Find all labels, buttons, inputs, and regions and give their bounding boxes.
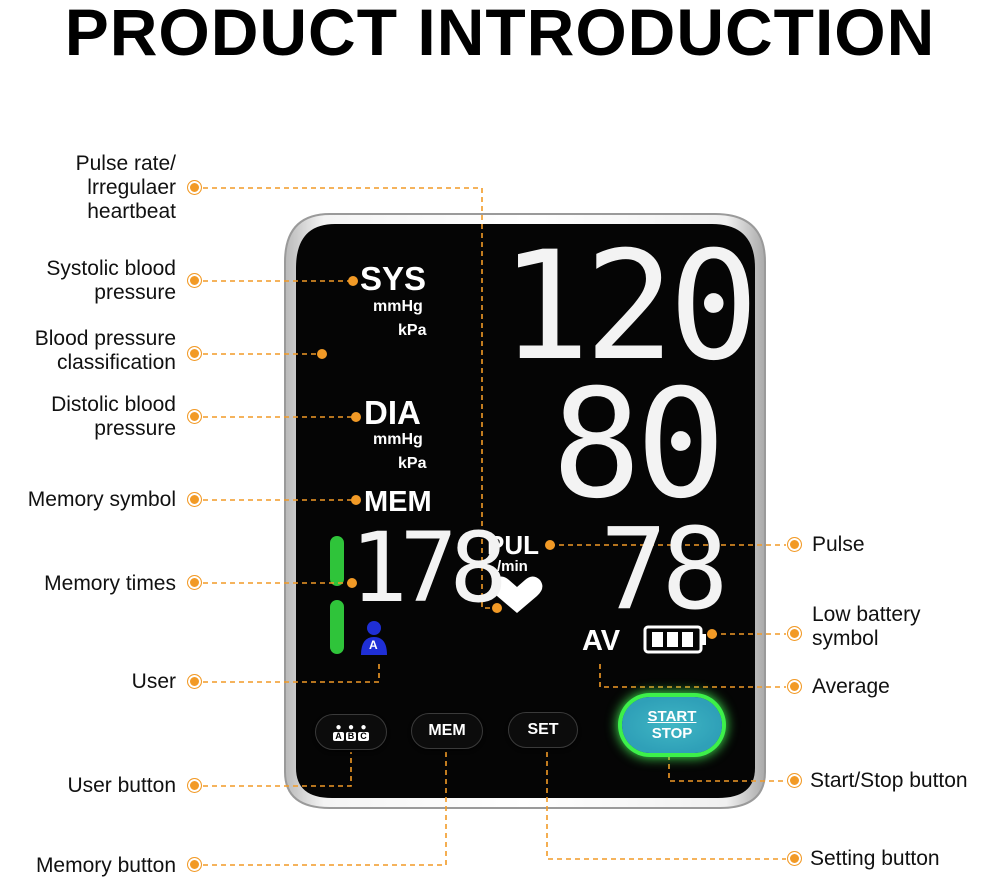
sys-unit-mmhg: mmHg [373, 298, 423, 315]
user-a-icon: ● A [333, 722, 344, 741]
callout-dot-pulse-irregular [187, 180, 202, 195]
label-user: User [131, 670, 176, 693]
target-dot-pulse [545, 540, 555, 550]
callout-dot-systolic [187, 273, 202, 288]
pulse-readout: 78 [600, 505, 729, 635]
heart-icon [491, 576, 543, 613]
target-dot-memory-times [347, 578, 357, 588]
callout-dot-classification [187, 346, 202, 361]
sys-unit-kpa: kPa [398, 322, 427, 339]
leader-start-stop [668, 755, 786, 782]
classification-bar-upper [330, 536, 344, 586]
set-button[interactable]: SET [508, 712, 578, 748]
pul-label: PUL [487, 530, 539, 560]
callout-dot-diastolic [187, 409, 202, 424]
label-memory-times: Memory times [44, 572, 176, 595]
label-pulse-irregular: Pulse rate/ lrregulaer heartbeat [75, 152, 176, 223]
callout-dot-user [187, 674, 202, 689]
leader-average [599, 664, 786, 688]
start-stop-button[interactable]: START STOP [622, 697, 722, 753]
user-letter: A [369, 638, 378, 652]
target-dot-battery [707, 629, 717, 639]
label-setting-button: Setting button [810, 847, 940, 870]
label-memory-symbol: Memory symbol [27, 488, 176, 511]
user-b-icon: ● B [345, 722, 357, 741]
target-dot-classification [317, 349, 327, 359]
callout-dot-battery [787, 626, 802, 641]
leader-user [203, 663, 380, 683]
label-start-stop-button: Start/Stop button [810, 769, 968, 792]
stop-label: STOP [651, 725, 693, 742]
page-title: PRODUCT INTRODUCTION [64, 0, 936, 69]
user-icon [361, 621, 387, 655]
label-diastolic: Distolic blood pressure [51, 393, 176, 440]
leader-user-button [203, 752, 352, 787]
dia-unit-mmhg: mmHg [373, 431, 423, 448]
callout-dot-setting [787, 851, 802, 866]
battery-icon [643, 625, 706, 654]
diastolic-readout: 80 [551, 358, 726, 532]
user-c-icon: ● C [358, 722, 369, 741]
label-average: Average [812, 675, 890, 698]
target-dot-memory-symbol [351, 495, 361, 505]
callout-dot-memory-button [187, 857, 202, 872]
device-screen [296, 224, 755, 798]
leader-memory-button [203, 752, 447, 866]
per-min-label: /min [497, 558, 528, 575]
user-button[interactable]: ● A ● B ● C [315, 714, 387, 750]
callout-dot-user-button [187, 778, 202, 793]
mem-button[interactable]: MEM [411, 713, 483, 749]
mem-label: MEM [364, 486, 432, 518]
label-pulse: Pulse [812, 533, 865, 556]
average-label: AV [582, 625, 621, 657]
target-dot-heart [492, 603, 502, 613]
callout-dot-memory-times [187, 575, 202, 590]
label-user-button: User button [67, 774, 176, 797]
target-dot-systolic [348, 276, 358, 286]
label-memory-button: Memory button [35, 854, 176, 877]
memory-count-readout: 178 [350, 512, 507, 624]
leader-pulse-irregular [203, 187, 497, 609]
start-label: START [647, 708, 697, 725]
label-classification: Blood pressure classification [34, 327, 176, 374]
target-dot-diastolic [351, 412, 361, 422]
label-systolic: Systolic blood pressure [46, 257, 176, 304]
classification-bar-lower [330, 600, 344, 654]
label-low-battery: Low battery symbol [812, 603, 921, 650]
callout-dot-pulse [787, 537, 802, 552]
dia-unit-kpa: kPa [398, 455, 427, 472]
callout-dot-memory-symbol [187, 492, 202, 507]
callout-dot-average [787, 679, 802, 694]
callout-dot-start-stop [787, 773, 802, 788]
systolic-readout: 120 [500, 220, 759, 394]
sys-label: SYS [360, 260, 427, 297]
dia-label: DIA [364, 394, 421, 431]
